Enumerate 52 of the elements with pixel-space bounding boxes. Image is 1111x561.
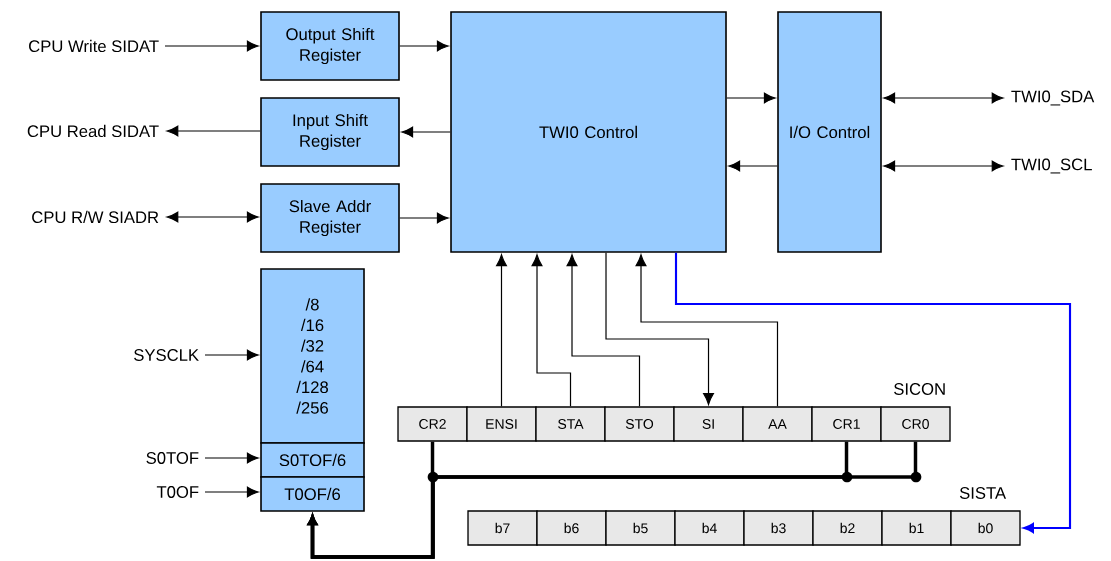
register-bit-cell: b7 [467, 510, 538, 546]
arrow [166, 211, 259, 223]
arrow [399, 40, 449, 52]
signal-label: TWI0_SCL [1011, 158, 1092, 174]
register-bit-cell: SI [673, 406, 744, 442]
arrow [726, 92, 776, 104]
arrow [204, 349, 259, 361]
signal-label: CPU R/W SIADR [32, 210, 159, 224]
signal-label: SYSCLK [134, 349, 199, 361]
register-bit-cell: b4 [674, 510, 745, 546]
register-bit-cell: STA [535, 406, 606, 442]
arrow [496, 254, 507, 407]
arrow [166, 125, 261, 137]
signal-label: CPU Read SIDAT [27, 124, 159, 138]
arrow [164, 40, 259, 52]
arrow [728, 160, 778, 172]
register-name: SICON [894, 383, 945, 395]
arrow [605, 252, 714, 405]
register-bit-cell: b5 [605, 510, 676, 546]
arrow [883, 160, 1004, 172]
register-bit-cell: AA [742, 406, 813, 442]
signal-label: S0TOF [146, 452, 199, 464]
register-bit-cell: b2 [812, 510, 883, 546]
block-box: Output Shift Register [260, 11, 400, 81]
arrow [204, 452, 259, 464]
arrow [635, 254, 779, 407]
register-bit-cell: b1 [881, 510, 952, 546]
register-bit-cell: CR2 [397, 406, 468, 442]
block-box: Slave Addr Register [260, 183, 400, 253]
register-bit-cell: CR0 [880, 406, 951, 442]
block-box: Input Shift Register [260, 97, 400, 167]
signal-label: T0OF [156, 486, 199, 498]
block-box: TWI0 Control [450, 11, 727, 253]
register-bit-cell: b0 [950, 510, 1021, 546]
arrow [566, 254, 641, 407]
arrow [204, 486, 259, 498]
signal-label: TWI0_SDA [1011, 90, 1095, 106]
block-box: I/O Control [777, 11, 882, 253]
block-box: S0TOF/6 [260, 442, 365, 478]
arrow [401, 126, 451, 138]
register-bit-cell: b3 [743, 510, 814, 546]
register-bit-cell: ENSI [466, 406, 537, 442]
arrow [674, 252, 1072, 533]
register-bit-cell: b6 [536, 510, 607, 546]
block-box: T0OF/6 [260, 476, 365, 512]
signal-label: CPU Write SIDAT [29, 39, 159, 53]
arrow [531, 254, 572, 407]
register-bit-cell: STO [604, 406, 675, 442]
arrow [883, 92, 1004, 104]
register-name: SISTA [959, 487, 1007, 499]
arrow [399, 212, 449, 224]
register-bit-cell: CR1 [811, 406, 882, 442]
